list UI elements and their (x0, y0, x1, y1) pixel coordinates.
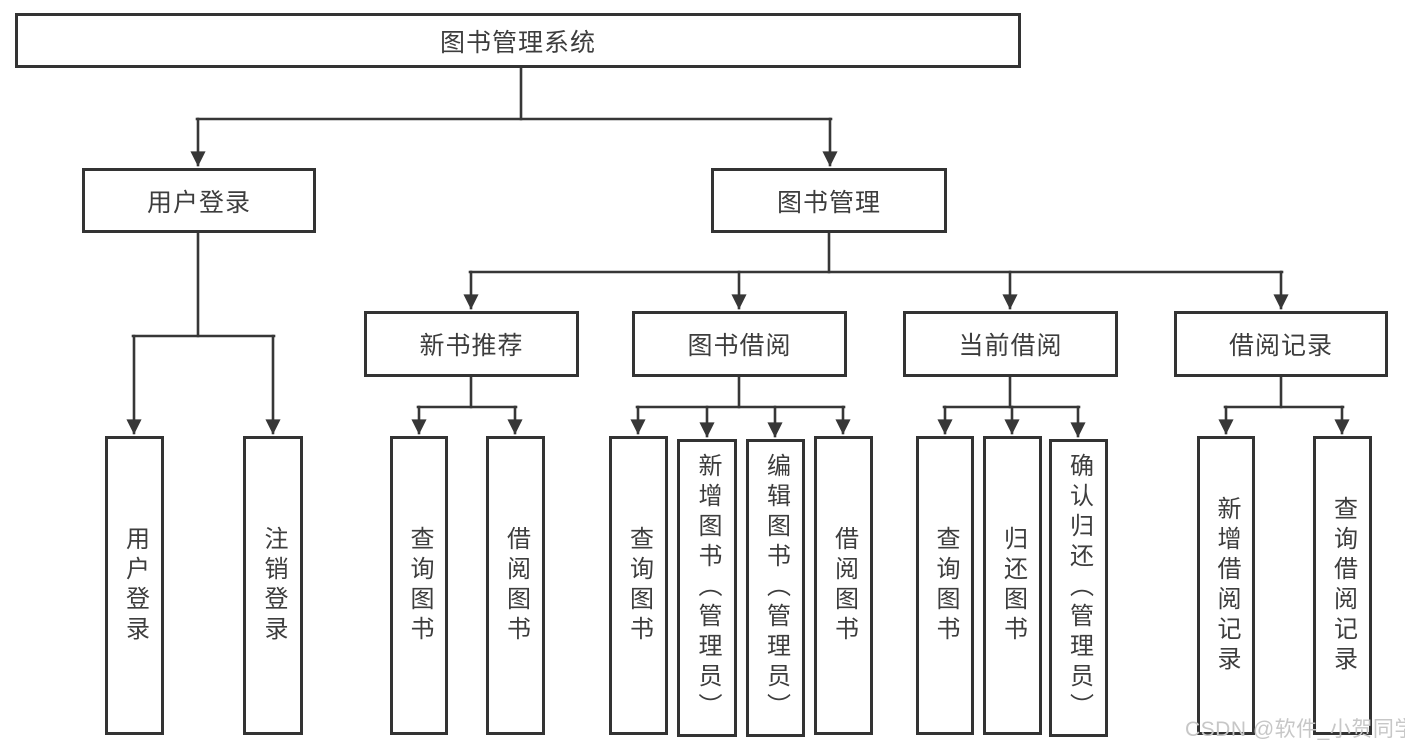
leaf-bb-edit-books-admin-label: 编辑图书（管理员） (762, 453, 790, 723)
leaf-nbr-borrow-books: 借阅图书 (486, 436, 545, 735)
leaf-bb-add-books-admin-label: 新增图书（管理员） (694, 453, 721, 723)
leaf-cb-query-books: 查询图书 (916, 436, 974, 735)
node-current-borrow: 当前借阅 (903, 311, 1118, 377)
leaf-cb-query-books-label: 查询图书 (932, 525, 959, 646)
watermark: CSDN @软件_小贺同学 (1185, 718, 1405, 741)
leaf-nbr-query-books-label: 查询图书 (406, 525, 433, 646)
leaf-br-query-record: 查询借阅记录 (1313, 436, 1372, 735)
leaf-bb-add-books-admin: 新增图书（管理员） (677, 439, 737, 737)
leaf-bb-query-books: 查询图书 (609, 436, 668, 735)
leaf-cb-return-books: 归还图书 (983, 436, 1042, 735)
node-book-management: 图书管理 (711, 168, 947, 233)
leaf-bb-borrow-books-label: 借阅图书 (830, 525, 858, 646)
leaf-br-query-record-label: 查询借阅记录 (1329, 495, 1357, 676)
node-root: 图书管理系统 (15, 13, 1021, 68)
leaf-user-login: 用户登录 (105, 436, 164, 735)
leaf-br-add-record: 新增借阅记录 (1197, 436, 1255, 735)
leaf-logout-login-label: 注销登录 (260, 525, 287, 646)
leaf-nbr-borrow-books-label: 借阅图书 (502, 525, 530, 646)
leaf-logout-login: 注销登录 (243, 436, 303, 735)
node-new-book-recommend: 新书推荐 (364, 311, 579, 377)
leaf-user-login-label: 用户登录 (121, 525, 149, 646)
leaf-br-add-record-label: 新增借阅记录 (1213, 495, 1240, 676)
node-borrow-records: 借阅记录 (1174, 311, 1388, 377)
leaf-cb-confirm-return-admin-label: 确认归还（管理员） (1065, 453, 1093, 723)
leaf-bb-borrow-books: 借阅图书 (814, 436, 873, 735)
leaf-cb-return-books-label: 归还图书 (999, 525, 1027, 646)
leaf-nbr-query-books: 查询图书 (390, 436, 448, 735)
leaf-bb-query-books-label: 查询图书 (625, 525, 653, 646)
node-book-borrow: 图书借阅 (632, 311, 847, 377)
node-user-login: 用户登录 (82, 168, 316, 233)
leaf-cb-confirm-return-admin: 确认归还（管理员） (1049, 439, 1108, 737)
leaf-bb-edit-books-admin: 编辑图书（管理员） (746, 439, 805, 737)
